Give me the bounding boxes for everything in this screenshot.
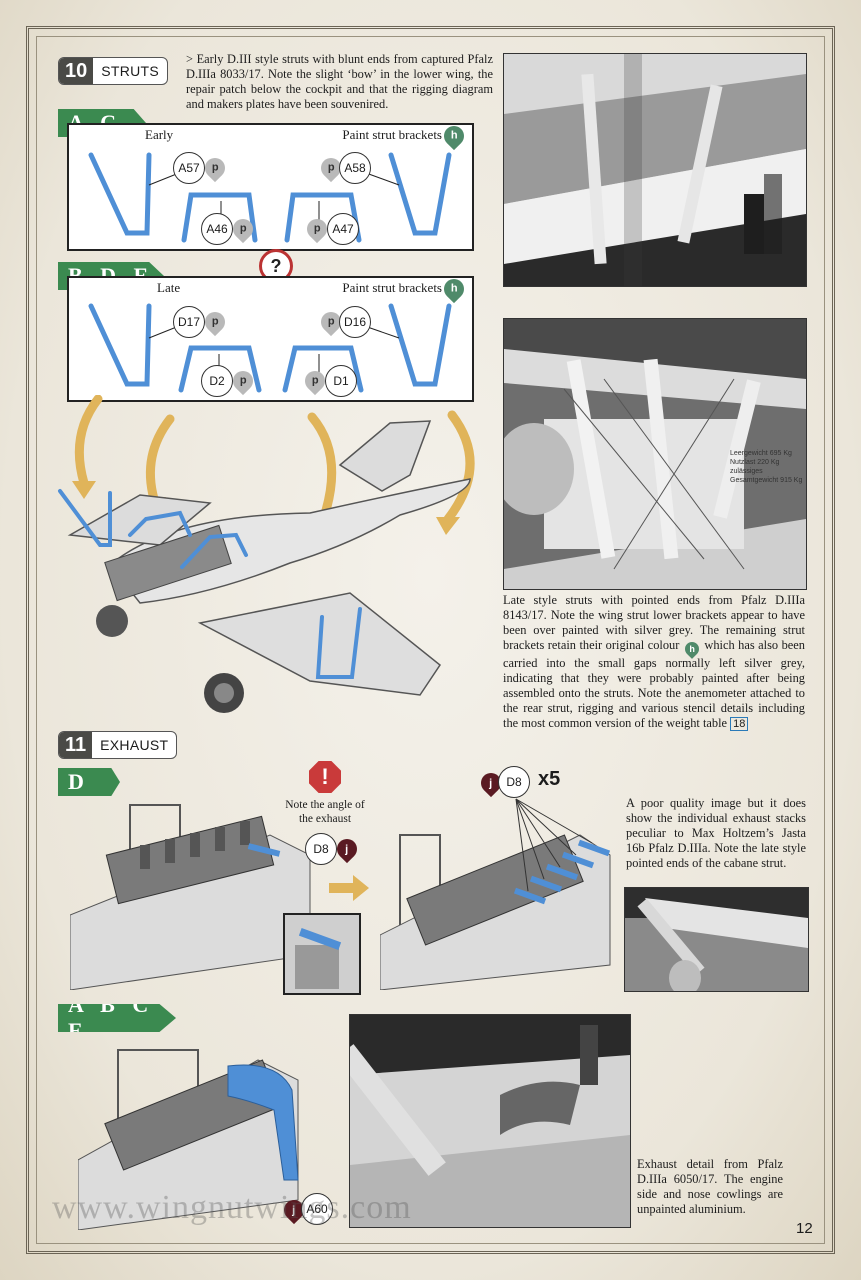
step-arrow	[329, 875, 369, 901]
paint-brackets-label: Paint strut brackets	[342, 280, 442, 295]
late-label: Late	[157, 280, 181, 295]
page-inner-border	[36, 36, 825, 1244]
page-border	[26, 26, 835, 1254]
part-callout-a47: A47	[327, 213, 359, 245]
warning-text: Note the angle of the exhaust	[285, 799, 365, 825]
struts-panel-late: Late Paint strut brackets h D17 p D2 p p…	[67, 274, 474, 402]
part-callout-a57: A57	[173, 152, 205, 184]
photo-early-struts	[503, 53, 807, 287]
caption-text: Late style struts with pointed ends from…	[503, 593, 805, 652]
caption-text: which has also been carried into the sma…	[503, 638, 806, 730]
exhaust-detail-inset	[283, 913, 361, 995]
part-callout-a46: A46	[201, 213, 233, 245]
struts-panel-early: Early Paint strut brackets h A57 p A46 p…	[67, 121, 474, 251]
stencil-line: zulässiges Gesamtgewicht 915 Kg	[730, 468, 803, 484]
step-title: STRUTS	[101, 63, 160, 79]
aircraft-assembly-drawing	[58, 395, 475, 713]
part-callout-d2: D2	[201, 365, 233, 397]
warning-icon: !	[309, 761, 341, 793]
photo-late-struts: Leergewicht 695 Kg Nutzlast 220 Kg zuläs…	[503, 318, 807, 590]
step-10-intro: > Early D.III style struts with blunt en…	[186, 52, 493, 111]
variant-tag-abce: A B C E	[58, 1004, 176, 1032]
engine-exhaust-drawing-after	[380, 798, 611, 990]
step-number: 10	[59, 58, 94, 84]
photo-exhaust-detail-caption: Exhaust detail from Pfalz D.IIIa 6050/17…	[637, 1157, 783, 1216]
photo-late-struts-caption: Late style struts with pointed ends from…	[503, 593, 805, 732]
stencil-line: Leergewicht 695 Kg	[730, 450, 792, 457]
weight-table-stencil: Leergewicht 695 Kg Nutzlast 220 Kg zuläs…	[730, 449, 806, 485]
reference-box: 18	[730, 716, 749, 731]
step-title: EXHAUST	[100, 737, 169, 753]
step-number: 11	[59, 732, 93, 758]
quantity-multiplier: x5	[538, 768, 561, 790]
early-label: Early	[145, 127, 174, 142]
part-callout-d1: D1	[325, 365, 357, 397]
part-callout-d8: D8	[498, 766, 530, 798]
part-callout-a58: A58	[339, 152, 371, 184]
part-callout-d17: D17	[173, 306, 205, 338]
late-struts-drawing	[88, 303, 452, 393]
part-callout-d16: D16	[339, 306, 371, 338]
part-callout-a60: A60	[301, 1193, 333, 1225]
step-11-header: 11 EXHAUST	[58, 731, 178, 759]
photo-exhaust-stacks	[624, 887, 809, 992]
photo-exhaust-stacks-caption: A poor quality image but it does show th…	[626, 796, 806, 870]
paint-brackets-label: Paint strut brackets	[342, 127, 442, 142]
watermark: www.wingnutwings.com	[52, 1189, 412, 1226]
stencil-line: Nutzlast 220 Kg	[730, 459, 780, 466]
photo-exhaust-detail	[349, 1014, 631, 1228]
page-number: 12	[796, 1220, 813, 1237]
part-callout-d8: D8	[305, 833, 337, 865]
engine-exhaust-manifold-drawing	[78, 1049, 299, 1230]
early-struts-drawing	[88, 152, 452, 243]
step-10-header: 10 STRUTS	[58, 57, 169, 85]
engine-exhaust-drawing-before	[70, 804, 311, 990]
variant-tag-d: D	[58, 768, 120, 796]
